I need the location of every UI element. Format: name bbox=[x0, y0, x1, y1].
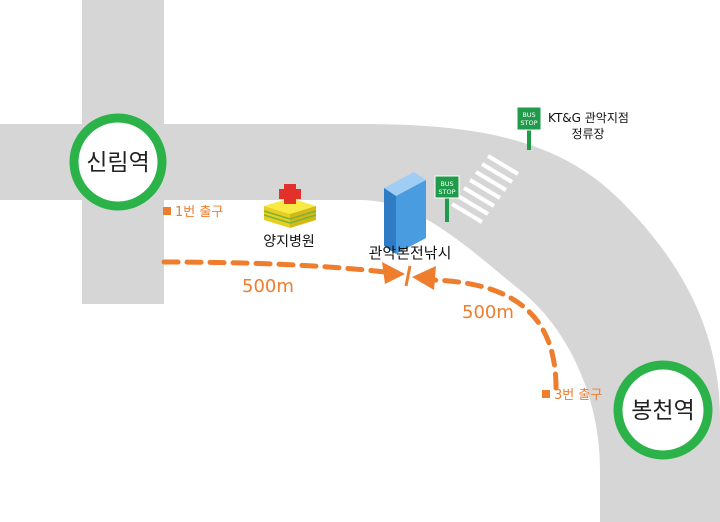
route-lines bbox=[161, 259, 559, 391]
bus-stop-near-shop[interactable]: BUS STOP bbox=[434, 175, 460, 222]
red-cross-hospital-icon bbox=[263, 184, 317, 228]
exit-marker-icon bbox=[542, 390, 550, 398]
blue-building-icon bbox=[384, 172, 426, 254]
distance-label-sillim: 500m bbox=[242, 276, 294, 297]
bus-sign-line1: BUS bbox=[440, 180, 453, 188]
main-road bbox=[0, 124, 720, 522]
bus-stop-name-line1: KT&G 관악지점 bbox=[548, 111, 629, 125]
bus-stop-ktg[interactable]: BUS STOP KT&G 관악지점 정류장 bbox=[516, 106, 629, 150]
bus-sign-line2: STOP bbox=[520, 119, 537, 127]
hospital[interactable]: 양지병원 bbox=[263, 184, 317, 250]
route-from-bongcheon bbox=[427, 277, 559, 391]
station-name-sillim: 신림역 bbox=[86, 150, 149, 176]
exit-marker-icon bbox=[163, 207, 171, 215]
shop-label: 관악본전낚시 bbox=[369, 244, 452, 262]
bus-stop-sign-icon bbox=[434, 175, 460, 199]
bus-sign-line1: BUS bbox=[522, 111, 535, 119]
crosswalk bbox=[450, 154, 520, 224]
station-ring bbox=[613, 360, 713, 460]
station-ring bbox=[69, 113, 167, 211]
exit-bongcheon: 3번 출구 bbox=[542, 388, 602, 403]
bus-stop-name-line2: 정류장 bbox=[571, 127, 604, 141]
route-from-sillim bbox=[161, 259, 388, 275]
station-sillim[interactable]: 신림역 bbox=[69, 113, 167, 211]
bus-sign-line2: STOP bbox=[438, 188, 455, 196]
exit-label-sillim: 1번 출구 bbox=[175, 205, 223, 220]
station-bongcheon[interactable]: 봉천역 bbox=[613, 360, 713, 460]
exit-label-bongcheon: 3번 출구 bbox=[554, 388, 602, 403]
station-name-bongcheon: 봉천역 bbox=[631, 398, 694, 424]
arrow-head-left bbox=[382, 262, 405, 284]
destination-marker bbox=[404, 265, 412, 287]
hospital-label: 양지병원 bbox=[263, 234, 315, 250]
shop[interactable]: 관악본전낚시 bbox=[369, 172, 452, 262]
bus-stop-sign-icon bbox=[516, 106, 542, 131]
distance-label-bongcheon: 500m bbox=[462, 302, 514, 323]
arrow-head-right bbox=[412, 266, 436, 290]
exit-sillim: 1번 출구 bbox=[163, 205, 223, 220]
